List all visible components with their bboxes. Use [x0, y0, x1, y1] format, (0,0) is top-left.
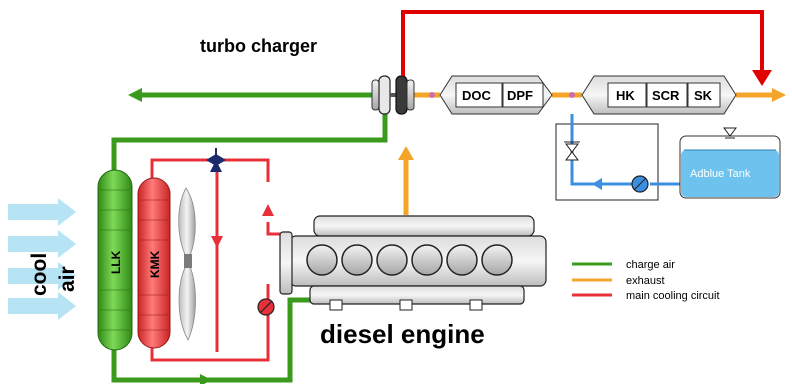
diesel-engine-label: diesel engine	[320, 319, 485, 349]
scr-canister	[581, 75, 737, 115]
cooling-fan	[178, 187, 196, 341]
adblue-flow-arrow	[592, 178, 602, 190]
scr-label: SCR	[652, 88, 680, 103]
sk-label: SK	[694, 88, 713, 103]
bypass-arrow-line	[401, 10, 764, 76]
sensor-dot-2	[569, 92, 575, 98]
charge-air-lines	[111, 92, 388, 383]
exhaust-up-arrow	[398, 146, 414, 160]
exhaust-outlet-arrow	[772, 88, 786, 102]
hk-label: HK	[616, 88, 635, 103]
engine-cylinders	[306, 244, 513, 276]
coolant-pump	[257, 298, 275, 316]
kmk-label: KMK	[148, 250, 162, 278]
sensor-dot-1	[429, 92, 435, 98]
adblue-pump	[631, 175, 649, 193]
dpf-label: DPF	[507, 88, 533, 103]
cooling-flow-arrows	[211, 204, 274, 248]
exhaust-lines	[403, 92, 772, 215]
legend-exhaust: exhaust	[626, 275, 665, 287]
kmk-radiator	[137, 177, 171, 349]
cool-air-arrows	[8, 198, 76, 320]
bypass-arrow-head	[752, 70, 772, 86]
legend: charge air exhaust main cooling circuit	[572, 259, 720, 302]
llk-intercooler	[97, 169, 133, 351]
cool-label: cool	[28, 253, 51, 296]
legend-cooling: main cooling circuit	[626, 290, 720, 302]
legend-charge-air: charge air	[626, 259, 675, 271]
air-label: air	[56, 266, 79, 292]
turbo-charger	[371, 75, 415, 115]
llk-label: LLK	[109, 250, 123, 274]
turbo-charger-label: turbo charger	[200, 36, 317, 56]
cooling-circuit-lines	[150, 158, 290, 362]
adblue-tank	[679, 127, 781, 199]
doc-label: DOC	[462, 88, 492, 103]
thermostat-valve	[206, 148, 226, 172]
doc-dpf-canister	[439, 75, 553, 115]
charge-air-inlet-arrow	[128, 88, 142, 102]
adblue-tank-label: Adblue Tank	[690, 168, 751, 180]
dosing-valve	[564, 141, 580, 161]
charge-air-return-arrow	[200, 374, 212, 384]
